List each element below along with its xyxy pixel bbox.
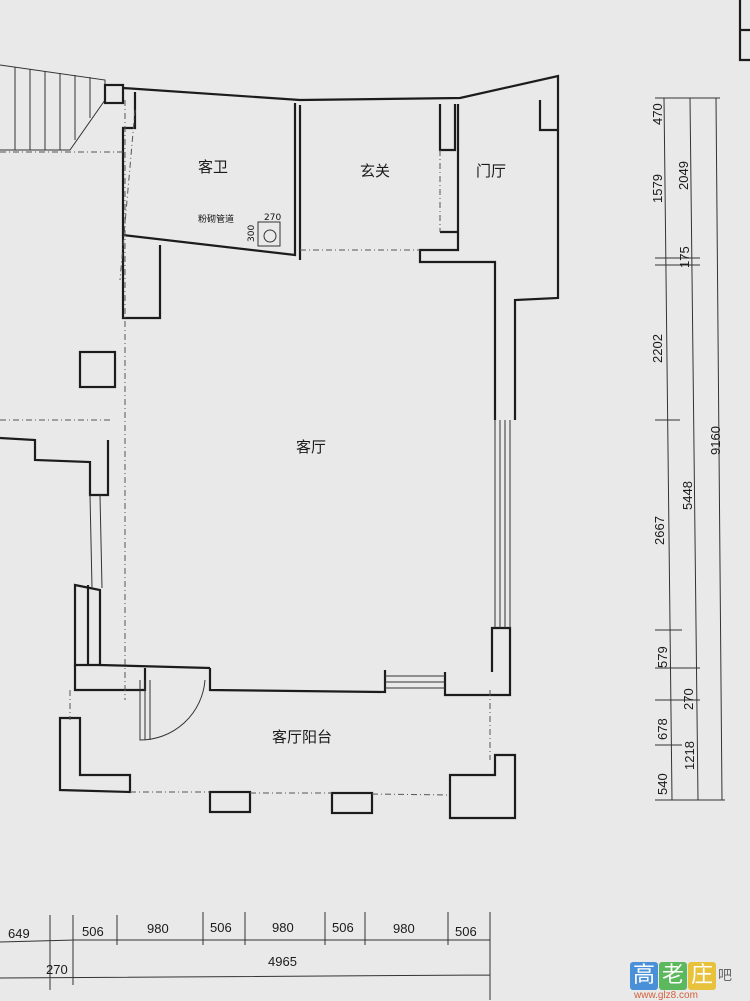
dim-bottom: 4965 bbox=[268, 954, 297, 969]
dim-right: 678 bbox=[655, 718, 670, 740]
dim-bottom: 270 bbox=[46, 962, 68, 977]
pipe-label: 粉砌管道 bbox=[198, 213, 234, 225]
watermark-char: 庄 bbox=[688, 962, 716, 990]
pipe-depth: 300 bbox=[247, 225, 257, 242]
watermark-url: www.glz8.com bbox=[634, 990, 698, 1001]
dim-total: 9160 bbox=[708, 426, 723, 455]
dim-right: 470 bbox=[650, 103, 665, 125]
pipe-shaft: 粉砌管道 270 300 bbox=[198, 213, 281, 247]
staircase bbox=[0, 64, 125, 151]
watermark-char: 老 bbox=[659, 962, 687, 990]
bottom-dimensions: 649 506 980 506 980 506 980 506 270 4965 bbox=[0, 912, 491, 1000]
dim-right: 2202 bbox=[650, 334, 665, 363]
room-living: 客厅 bbox=[296, 438, 326, 456]
dim-bottom: 980 bbox=[272, 920, 294, 935]
dim-right: 270 bbox=[681, 688, 696, 710]
room-guest-bath: 客卫 bbox=[198, 158, 228, 176]
dim-bottom: 980 bbox=[147, 921, 169, 936]
watermark-char: 吧 bbox=[718, 968, 732, 984]
watermark: 高 老 庄 吧 www.glz8.com bbox=[630, 962, 733, 1001]
dim-right: 579 bbox=[655, 646, 670, 668]
room-foyer: 玄关 bbox=[360, 162, 390, 180]
dim-right: 540 bbox=[655, 773, 670, 795]
dim-right: 2667 bbox=[652, 516, 667, 545]
walls bbox=[0, 74, 560, 820]
title-block bbox=[738, 0, 750, 62]
dim-right: 175 bbox=[677, 246, 692, 268]
pipe-width: 270 bbox=[264, 213, 281, 223]
room-entry-hall: 门厅 bbox=[476, 162, 506, 180]
dim-right: 2049 bbox=[676, 161, 691, 190]
right-dimensions: 470 1579 175 2202 2667 579 678 540 2049 … bbox=[650, 97, 725, 801]
dim-right: 5448 bbox=[680, 481, 695, 510]
watermark-char: 高 bbox=[630, 962, 658, 990]
dim-bottom: 980 bbox=[393, 921, 415, 936]
axis-lines bbox=[0, 100, 491, 796]
room-balcony: 客厅阳台 bbox=[272, 728, 332, 746]
dim-bottom: 506 bbox=[332, 920, 354, 935]
dim-right: 1579 bbox=[650, 174, 665, 203]
dim-bottom: 506 bbox=[210, 920, 232, 935]
dim-bottom: 506 bbox=[455, 924, 477, 939]
dim-right: 1218 bbox=[682, 741, 697, 770]
dim-bottom: 649 bbox=[8, 926, 30, 941]
dim-bottom: 506 bbox=[82, 924, 104, 939]
